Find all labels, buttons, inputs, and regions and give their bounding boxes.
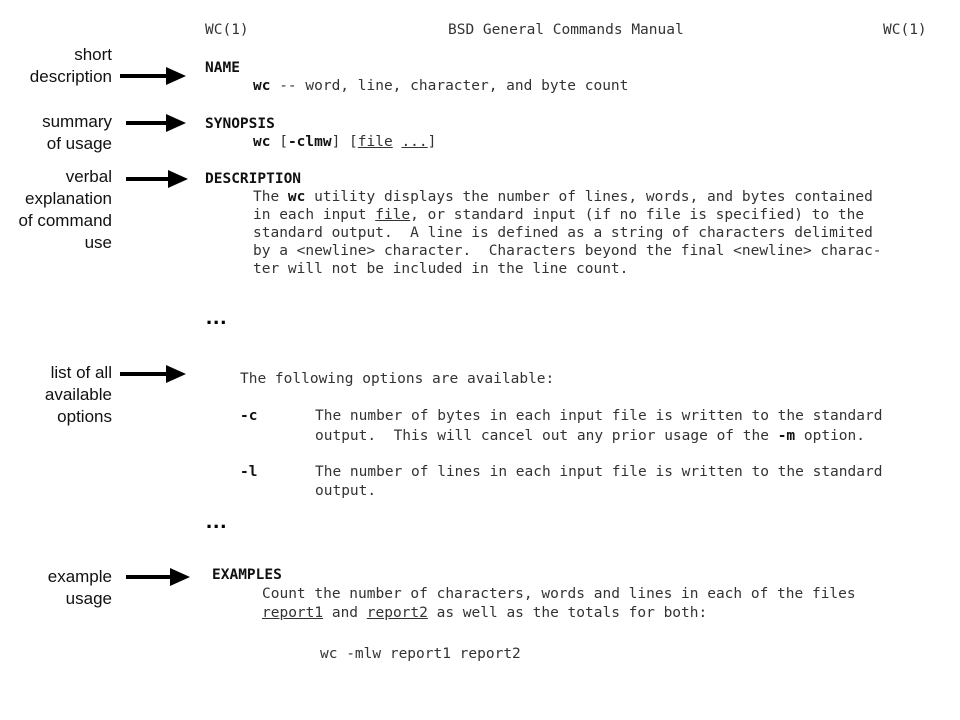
description-line-4: by a <newline> character. Characters bey… <box>253 243 882 259</box>
examples-line-2: report1 and report2 as well as the total… <box>262 605 708 621</box>
examples-line-1: Count the number of characters, words an… <box>262 586 856 602</box>
header-center: BSD General Commands Manual <box>448 22 684 38</box>
examples-heading: EXAMPLES <box>212 567 282 583</box>
annotation-list-of-options: list of all available options <box>44 363 112 426</box>
header-left: WC(1) <box>205 22 249 38</box>
option-c-line-1: The number of bytes in each input file i… <box>315 408 883 424</box>
annotation-verbal-explanation: verbal explanation of command use <box>18 167 112 252</box>
description-line-5: ter will not be included in the line cou… <box>253 261 629 277</box>
description-line-1: The wc utility displays the number of li… <box>253 189 873 205</box>
ellipsis-2: ... <box>206 508 228 533</box>
description-line-3: standard output. A line is defined as a … <box>253 225 873 241</box>
annotation-summary-of-usage: summary of usage <box>42 112 112 153</box>
name-heading: NAME <box>205 60 240 76</box>
option-c-line-2: output. This will cancel out any prior u… <box>315 428 865 444</box>
annotation-short-description: short description <box>29 45 112 86</box>
examples-command: wc -mlw report1 report2 <box>320 646 521 662</box>
annotation-example-usage: example usage <box>47 567 112 608</box>
ellipsis-1: ... <box>206 304 228 329</box>
synopsis-heading: SYNOPSIS <box>205 116 275 132</box>
synopsis-line: wc [-clmw] [file ...] <box>253 134 437 150</box>
option-l-flag: -l <box>240 464 258 480</box>
option-l-line-2: output. <box>315 483 377 499</box>
option-c-flag: -c <box>240 408 258 424</box>
option-l-line-1: The number of lines in each input file i… <box>315 464 883 480</box>
description-line-2: in each input file, or standard input (i… <box>253 207 865 223</box>
description-heading: DESCRIPTION <box>205 171 302 187</box>
header-right: WC(1) <box>883 22 927 38</box>
name-line: wc -- word, line, character, and byte co… <box>253 78 629 94</box>
options-intro: The following options are available: <box>240 371 555 387</box>
